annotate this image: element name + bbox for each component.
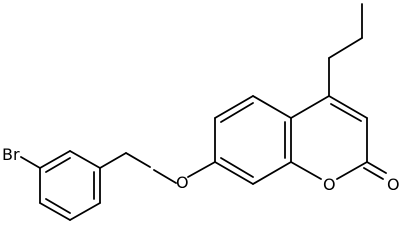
bond — [187, 161, 216, 178]
bond — [328, 95, 368, 119]
atom-label-layer: Br O O O — [2, 145, 400, 194]
bond — [99, 152, 127, 169]
bond — [39, 202, 71, 221]
bond-propyl — [328, 37, 363, 59]
bond — [290, 95, 330, 119]
bond-c-br — [20, 156, 41, 169]
bond-carbonyl — [366, 161, 387, 174]
bond — [153, 169, 177, 184]
double-bond-inner — [330, 103, 362, 122]
bond — [39, 150, 71, 169]
atom-label-o-ether: O — [176, 173, 189, 192]
double-bond-inner — [220, 102, 254, 123]
double-bond-inner — [45, 198, 71, 214]
bond — [290, 161, 322, 180]
bond — [252, 95, 292, 119]
bond — [125, 152, 151, 168]
bond — [252, 161, 292, 185]
bond — [69, 202, 101, 221]
atom-label-o-ring: O — [323, 175, 336, 194]
bond — [214, 161, 254, 185]
bond — [214, 95, 254, 119]
bond — [336, 161, 368, 180]
bond — [69, 150, 101, 169]
double-bond-inner — [45, 157, 71, 173]
atom-label-br: Br — [2, 145, 20, 164]
double-bond-inner — [220, 157, 254, 178]
atom-label-o-carbonyl: O — [387, 175, 400, 194]
bond-carbonyl — [363, 167, 384, 180]
bond-layer — [20, 3, 387, 221]
